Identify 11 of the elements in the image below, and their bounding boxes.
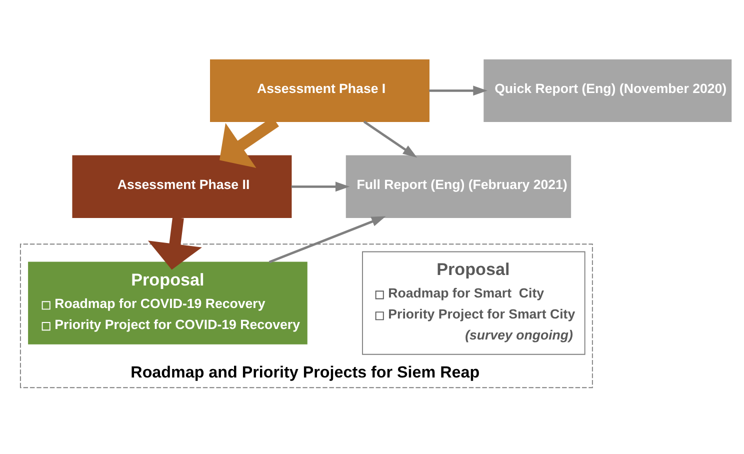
arrow <box>291 181 350 192</box>
arrow <box>363 120 418 158</box>
node-box: Assessment Phase II <box>72 154 292 218</box>
node-box: Proposal Roadmap for COVID-19 Recovery Priority Project for COVID-19 Recovery <box>28 261 308 344</box>
arrow <box>148 216 202 270</box>
arrow <box>268 216 386 263</box>
arrow <box>429 85 488 96</box>
node-box: Assessment Phase I <box>210 58 430 122</box>
node-box: Full Report (Eng) (February 2021) <box>346 154 572 218</box>
node-box: Proposal Roadmap for Smart City Priority Project for Smart City (survey ongoing) <box>362 250 586 354</box>
node-box: Quick Report (Eng) (November 2020) <box>484 58 732 122</box>
